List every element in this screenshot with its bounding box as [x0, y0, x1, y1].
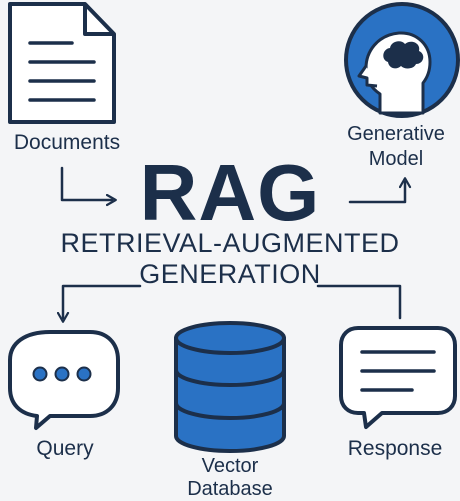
arrow-documents-to-rag [60, 166, 117, 207]
title-subtitle-line2: GENERATION [139, 259, 321, 289]
title-rag: RAG [139, 148, 321, 237]
title-subtitle-line1: RETRIEVAL-AUGMENTED [60, 228, 400, 258]
arrow-rag-to-query [56, 284, 142, 323]
connector-rag-to-response [316, 284, 402, 320]
brain-head-icon [344, 2, 460, 118]
chat-bubble-dots-icon [8, 330, 120, 430]
response-label: Response [347, 437, 443, 460]
arrow-rag-to-model [348, 177, 412, 204]
vector-database-label: Vector Database [160, 455, 300, 501]
message-lines-icon [339, 326, 457, 429]
query-label: Query [36, 437, 94, 460]
database-icon [174, 321, 286, 453]
generative-model-label-line1: Generative [347, 123, 445, 145]
generative-model-label-line2: Model [368, 148, 424, 170]
vector-database-label-line1: Vector [201, 455, 259, 477]
generative-model-label: Generative Model [336, 122, 456, 172]
documents-label: Documents [13, 131, 121, 154]
document-icon [8, 2, 116, 124]
vector-database-label-line2: Database [187, 478, 273, 500]
